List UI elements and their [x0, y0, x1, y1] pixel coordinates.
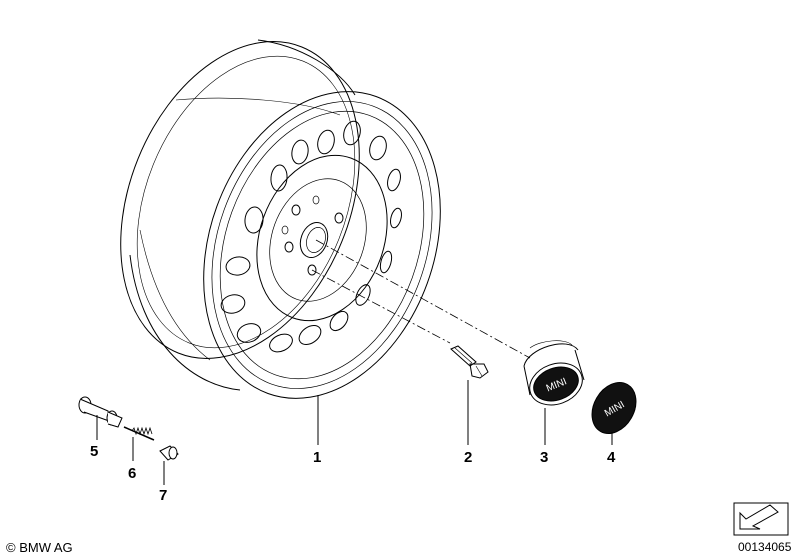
diagram-id: 00134065: [738, 540, 792, 554]
valve-stem[interactable]: [78, 396, 123, 440]
callout-5: 5: [90, 443, 99, 460]
callout-2: 2: [464, 449, 473, 466]
emblem[interactable]: [583, 375, 645, 445]
callout-1: 1: [313, 449, 322, 466]
wheel-bolt[interactable]: [450, 345, 489, 445]
valve-insert[interactable]: [123, 426, 155, 461]
callout-3: 3: [540, 449, 549, 466]
callout-4: 4: [607, 449, 616, 466]
hub-cap[interactable]: [523, 340, 588, 445]
arrow-navigation-icon[interactable]: [733, 502, 789, 536]
callout-7: 7: [159, 487, 168, 504]
steel-wheel[interactable]: [76, 6, 481, 445]
valve-cap[interactable]: [159, 445, 179, 485]
callout-6: 6: [128, 465, 137, 482]
copyright-text: © BMW AG: [6, 540, 73, 555]
